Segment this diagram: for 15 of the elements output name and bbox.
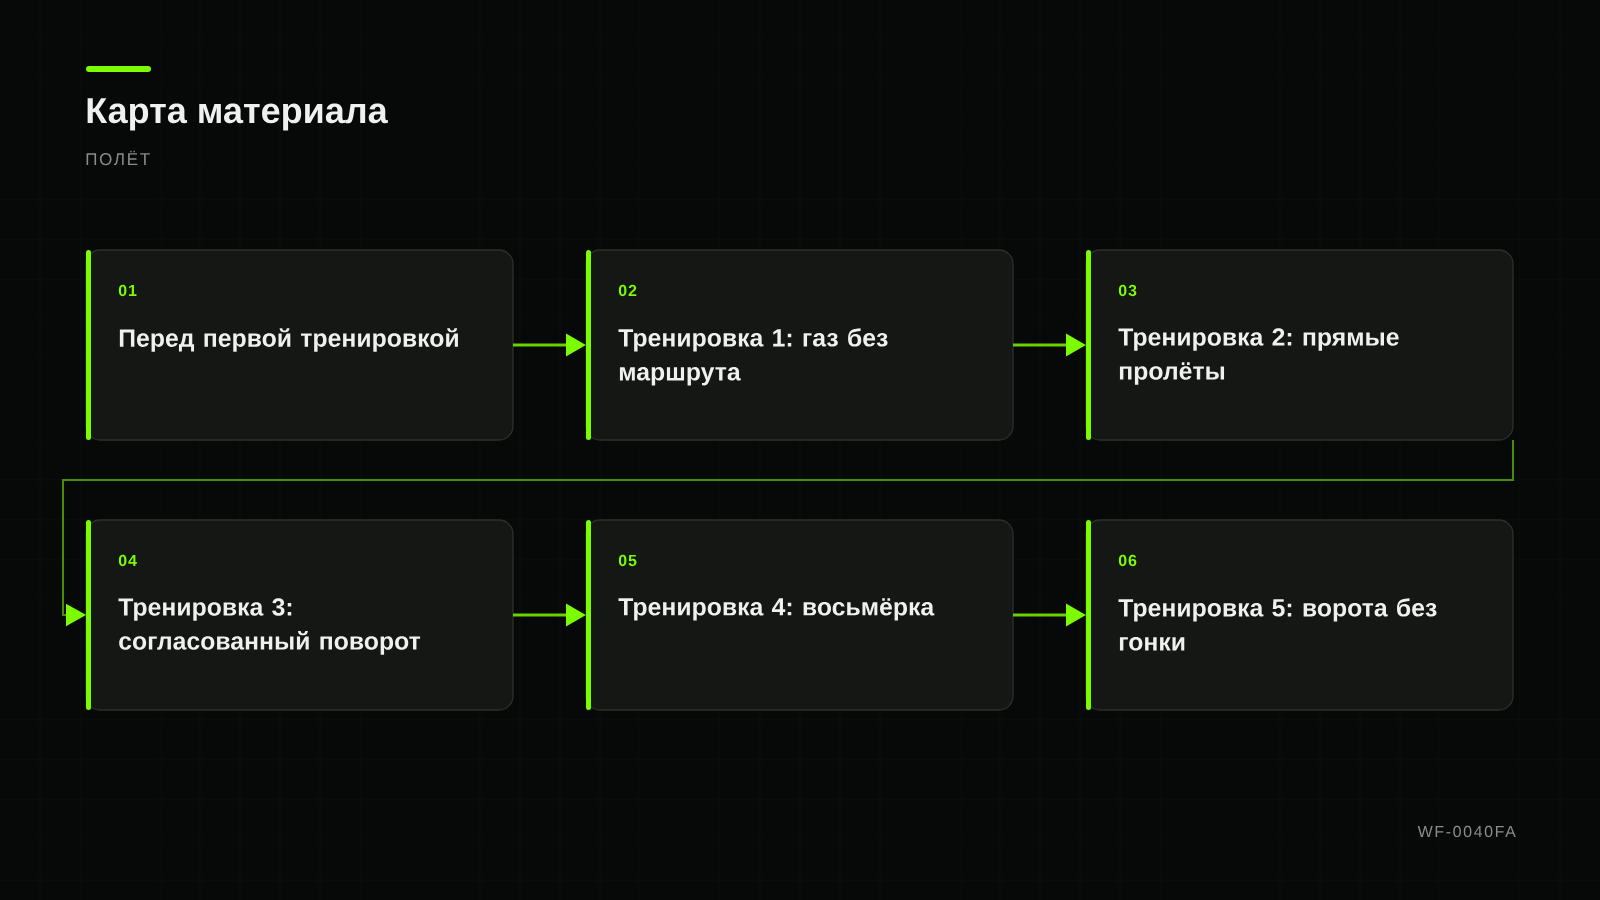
- step-number: 03: [1118, 284, 1137, 297]
- step-title: Тренировка 5: ворота без гонки: [1118, 598, 1437, 651]
- step-number: 04: [118, 554, 137, 567]
- step-number: 05: [618, 554, 637, 567]
- step-number: 06: [1118, 554, 1137, 567]
- step-number: 01: [118, 284, 137, 297]
- step-title: Тренировка 4: восьмёрка: [618, 598, 935, 621]
- step-title: Перед первой тренировкой: [119, 328, 458, 352]
- step-number: 02: [618, 284, 637, 297]
- subtitle: ПОЛЁТ: [86, 150, 150, 166]
- title: Карта материала: [87, 98, 388, 131]
- step-title: Тренировка 3: согласованный поворот: [118, 598, 421, 655]
- step-title: Тренировка 2: прямые пролёты: [1118, 328, 1399, 385]
- step-title: Тренировка 1: газ без маршрута: [618, 328, 888, 386]
- document-code: WF-0040FA: [1417, 825, 1516, 838]
